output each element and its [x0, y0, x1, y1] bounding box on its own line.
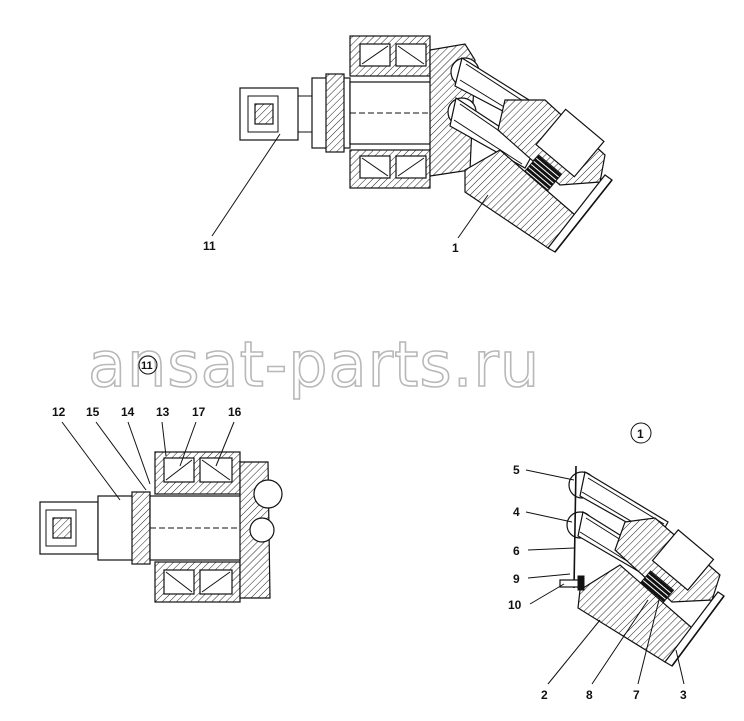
label-8: 8 — [586, 688, 593, 702]
shaft-section-drawing — [39, 421, 283, 603]
label-1-top: 1 — [452, 241, 459, 255]
section-title-label: 11 — [141, 360, 153, 372]
label-5: 5 — [513, 463, 520, 477]
label-7: 7 — [633, 688, 640, 702]
label-16: 16 — [228, 405, 242, 419]
label-9: 9 — [513, 572, 520, 586]
label-13: 13 — [156, 405, 170, 419]
label-17: 17 — [192, 405, 206, 419]
piston-detail-drawing — [525, 465, 725, 685]
label-14: 14 — [121, 405, 135, 419]
label-12: 12 — [52, 405, 66, 419]
label-15: 15 — [86, 405, 100, 419]
label-6: 6 — [513, 544, 520, 558]
section-title-marker — [138, 355, 158, 375]
label-10: 10 — [508, 598, 522, 612]
top-assembly-drawing — [211, 35, 613, 253]
label-3: 3 — [680, 688, 687, 702]
detail-title-label: 1 — [637, 427, 644, 441]
label-2: 2 — [541, 688, 548, 702]
label-4: 4 — [513, 505, 520, 519]
detail-title-marker — [630, 422, 652, 444]
label-11-top: 11 — [203, 239, 216, 253]
watermark-text: ansat-parts.ru — [88, 328, 540, 401]
